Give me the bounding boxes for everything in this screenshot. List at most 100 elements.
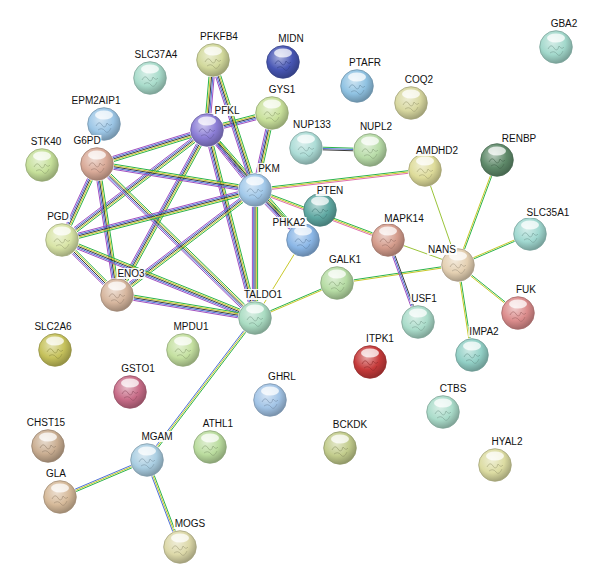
protein-node: PFKFB4 [196, 43, 230, 77]
protein-sphere [394, 86, 428, 120]
protein-label: RENBP [501, 133, 537, 144]
protein-node: PKM [238, 173, 272, 207]
evidence-strand [114, 168, 238, 188]
evidence-strand [114, 165, 238, 185]
protein-sphere [38, 333, 72, 367]
evidence-strand [253, 207, 254, 301]
protein-node: COQ2 [394, 86, 428, 120]
protein-label: EPM2AIP1 [71, 95, 122, 106]
evidence-strand [255, 207, 256, 301]
interaction-edge [152, 475, 175, 531]
protein-label: MAPK14 [383, 213, 424, 224]
evidence-strand [114, 167, 238, 187]
interaction-edge [471, 275, 505, 303]
protein-node: IMPA2 [455, 338, 489, 372]
interaction-edge [473, 240, 514, 259]
evidence-strand [158, 332, 245, 447]
protein-sphere [196, 43, 230, 77]
protein-label: PKM [257, 163, 281, 174]
evidence-strand [134, 298, 238, 315]
protein-label: NANS [427, 244, 457, 255]
protein-sphere [190, 113, 224, 147]
evidence-strand [76, 468, 132, 492]
protein-node: USF1 [401, 305, 435, 339]
evidence-strand [218, 76, 250, 174]
interaction-edge [252, 207, 257, 301]
evidence-strand [70, 180, 91, 225]
protein-node: SLC35A1 [513, 217, 547, 251]
evidence-strand [393, 256, 411, 306]
protein-label: CHST15 [26, 417, 66, 428]
protein-label: SLC35A1 [526, 207, 571, 218]
protein-sphere [353, 345, 387, 379]
protein-sphere [193, 430, 227, 464]
protein-label: PFKL [213, 105, 240, 116]
evidence-strand [431, 186, 453, 249]
protein-label: IMPA2 [468, 326, 499, 337]
protein-node: TALDO1 [238, 301, 272, 335]
protein-label: USF1 [410, 293, 438, 304]
protein-sphere [401, 305, 435, 339]
protein-label: SLC37A4 [134, 49, 179, 60]
protein-label: FUK [515, 284, 537, 295]
protein-label: GLA [45, 468, 67, 479]
protein-node: ITPK1 [353, 345, 387, 379]
protein-sphere [408, 153, 442, 187]
protein-label: PTEN [316, 185, 345, 196]
protein-sphere [80, 147, 114, 181]
protein-node: PTEN [303, 193, 337, 227]
protein-node: NANS [441, 248, 475, 282]
protein-node: NUP133 [289, 131, 323, 165]
protein-node: GYS1 [255, 96, 289, 130]
evidence-strand [153, 476, 174, 531]
evidence-strand [123, 144, 197, 279]
protein-label: PHKA2 [272, 217, 307, 228]
protein-node: HYAL2 [478, 448, 512, 482]
protein-sphere [253, 383, 287, 417]
protein-node: GHRL [253, 383, 287, 417]
protein-node: PTAFR [340, 69, 374, 103]
protein-sphere [113, 375, 147, 409]
evidence-strand [67, 178, 88, 223]
evidence-strand [113, 135, 191, 159]
protein-sphere [426, 395, 460, 429]
interaction-edge [223, 115, 256, 128]
protein-node: GALK1 [320, 266, 354, 300]
protein-sphere [25, 148, 59, 182]
protein-sphere [130, 443, 164, 477]
protein-node: MIDN [266, 45, 300, 79]
protein-sphere [286, 223, 320, 257]
protein-sphere [289, 131, 323, 165]
protein-label: MPDU1 [172, 321, 209, 332]
interaction-edge [133, 295, 238, 318]
protein-label: MOGS [174, 518, 207, 529]
interaction-edge [463, 176, 491, 250]
protein-node: MPDU1 [166, 333, 200, 367]
protein-label: COQ2 [404, 74, 434, 85]
protein-label: NUP133 [292, 119, 332, 130]
protein-node: MGAM [130, 443, 164, 477]
evidence-strand [474, 241, 515, 259]
protein-label: GALK1 [328, 254, 362, 265]
protein-node: MOGS [163, 530, 197, 564]
evidence-strand [224, 119, 256, 127]
protein-node: GSTO1 [113, 375, 147, 409]
protein-node: CTBS [426, 395, 460, 429]
protein-node: ENO3 [100, 278, 134, 312]
protein-node: PHKA2 [286, 223, 320, 257]
evidence-strand [156, 331, 243, 446]
evidence-strand [152, 476, 173, 531]
evidence-strand [323, 147, 353, 149]
interaction-edge [156, 331, 245, 448]
evidence-strand [323, 148, 353, 150]
protein-label: SLC2A6 [33, 321, 72, 332]
protein-node: AMDHD2 [408, 153, 442, 187]
protein-sphere [501, 296, 535, 330]
evidence-strand [473, 240, 514, 258]
evidence-strand [111, 174, 245, 304]
protein-label: TALDO1 [243, 289, 283, 300]
protein-node: SLC2A6 [38, 333, 72, 367]
protein-label: PTAFR [348, 57, 382, 68]
